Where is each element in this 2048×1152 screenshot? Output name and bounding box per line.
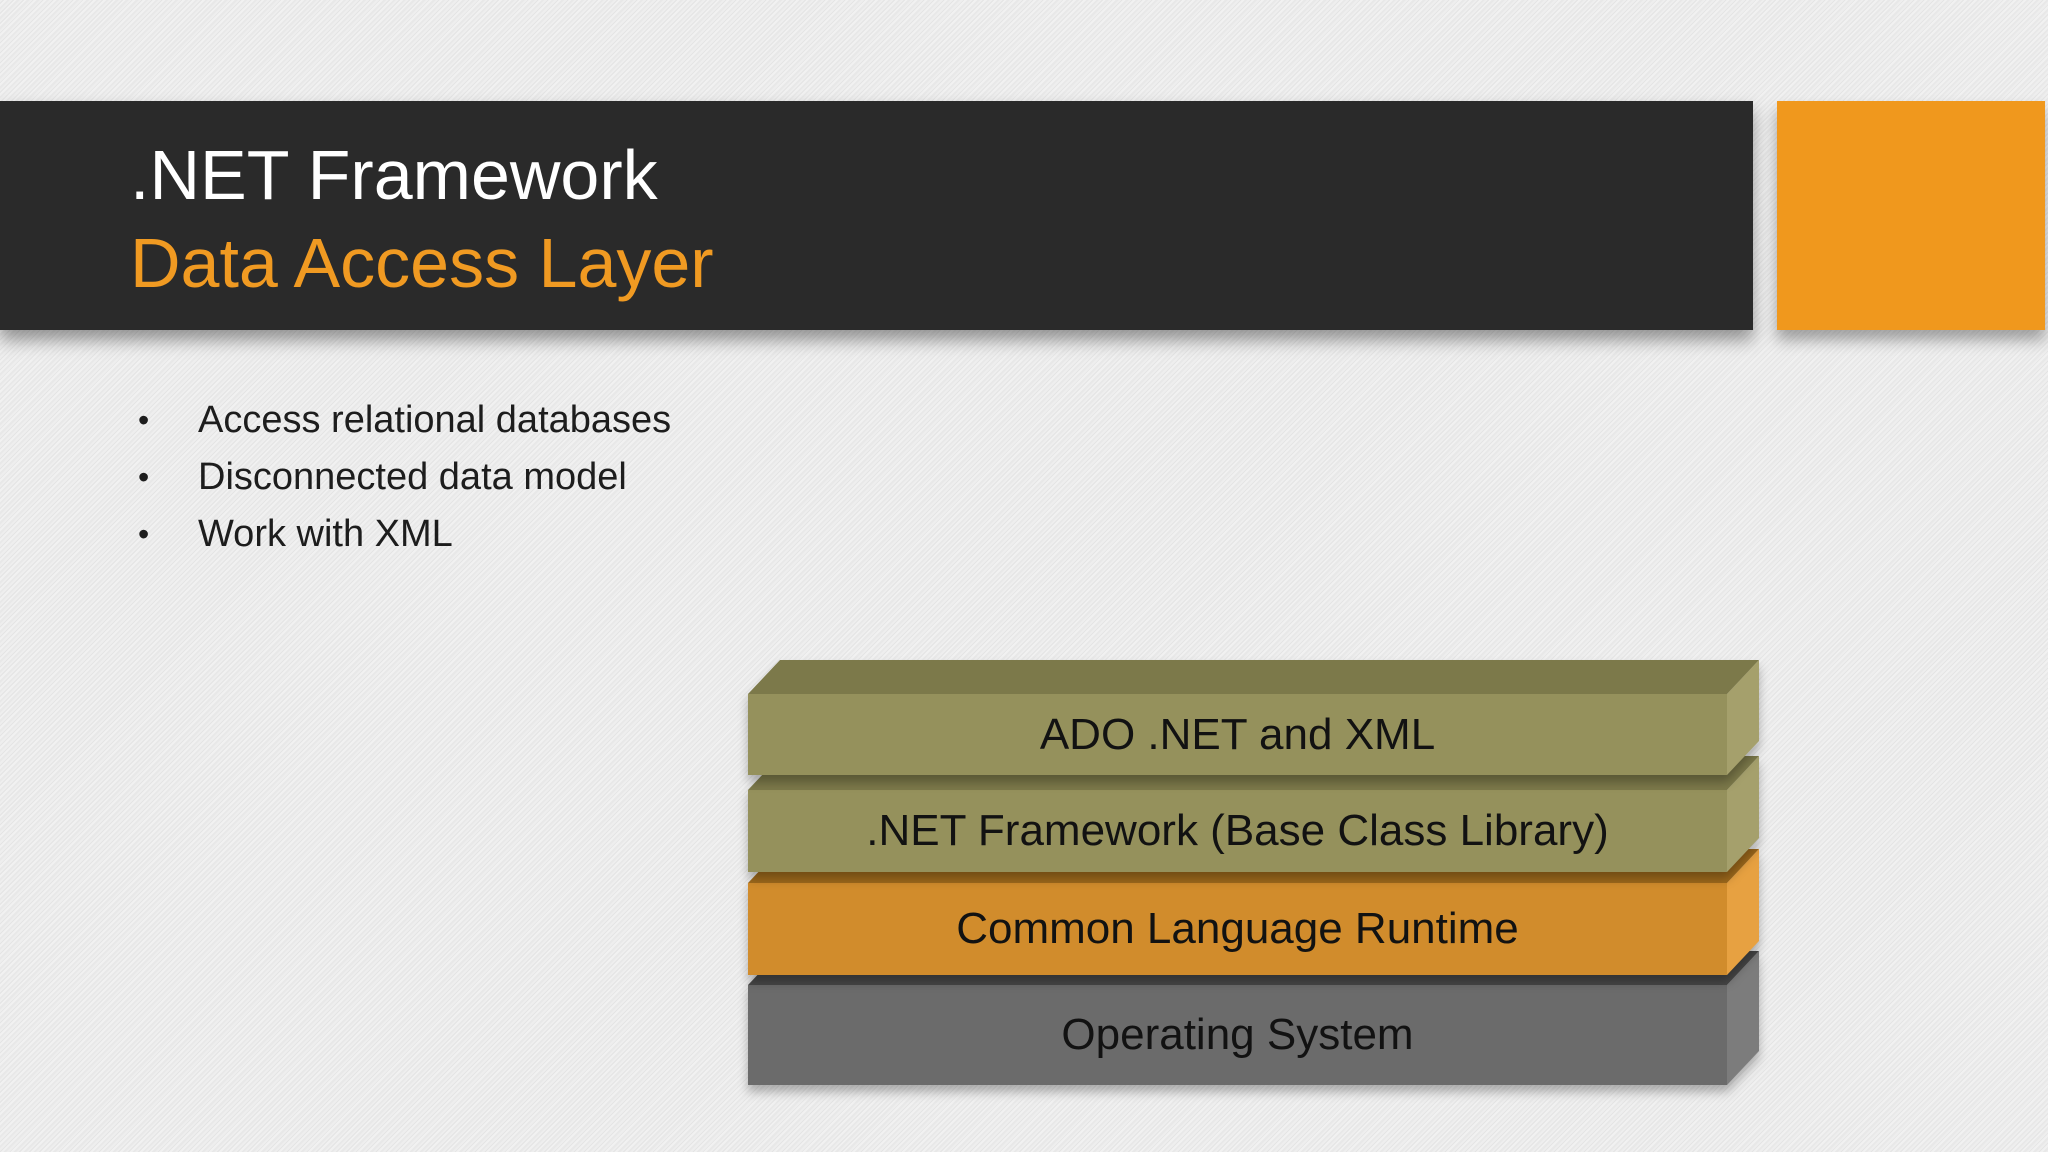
bullet-marker: • (138, 459, 150, 495)
title-line-2: Data Access Layer (130, 224, 714, 302)
layer-front-face: Operating System (748, 985, 1727, 1085)
bullet-marker: • (138, 516, 150, 552)
layer-label: .NET Framework (Base Class Library) (866, 806, 1609, 855)
bullet-marker: • (138, 402, 150, 438)
title-text-block: .NET Framework Data Access Layer (130, 131, 714, 307)
bullet-list: • Access relational databases • Disconne… (138, 392, 671, 563)
architecture-stack: ADO .NET and XML .NET Framework (Base Cl… (748, 0, 1759, 1152)
layer-front-face: .NET Framework (Base Class Library) (748, 790, 1727, 872)
stack-layer-ado-net-xml: ADO .NET and XML (748, 660, 1759, 775)
layer-front-face: Common Language Runtime (748, 883, 1727, 975)
layer-label: Common Language Runtime (956, 904, 1519, 953)
bullet-text: Access relational databases (198, 399, 672, 441)
bullet-item: • Work with XML (138, 506, 671, 563)
layer-front-face: ADO .NET and XML (748, 694, 1727, 775)
layer-top-face (748, 660, 1759, 694)
bullet-text: Disconnected data model (198, 456, 627, 498)
bullet-text: Work with XML (198, 513, 453, 555)
title-bar: .NET Framework Data Access Layer (0, 101, 1753, 330)
bullet-item: • Disconnected data model (138, 449, 671, 506)
layer-label: Operating System (1061, 1010, 1414, 1059)
bullet-item: • Access relational databases (138, 392, 671, 449)
layer-label: ADO .NET and XML (1039, 709, 1436, 759)
title-line-1: .NET Framework (130, 136, 658, 214)
accent-square (1777, 101, 2045, 330)
